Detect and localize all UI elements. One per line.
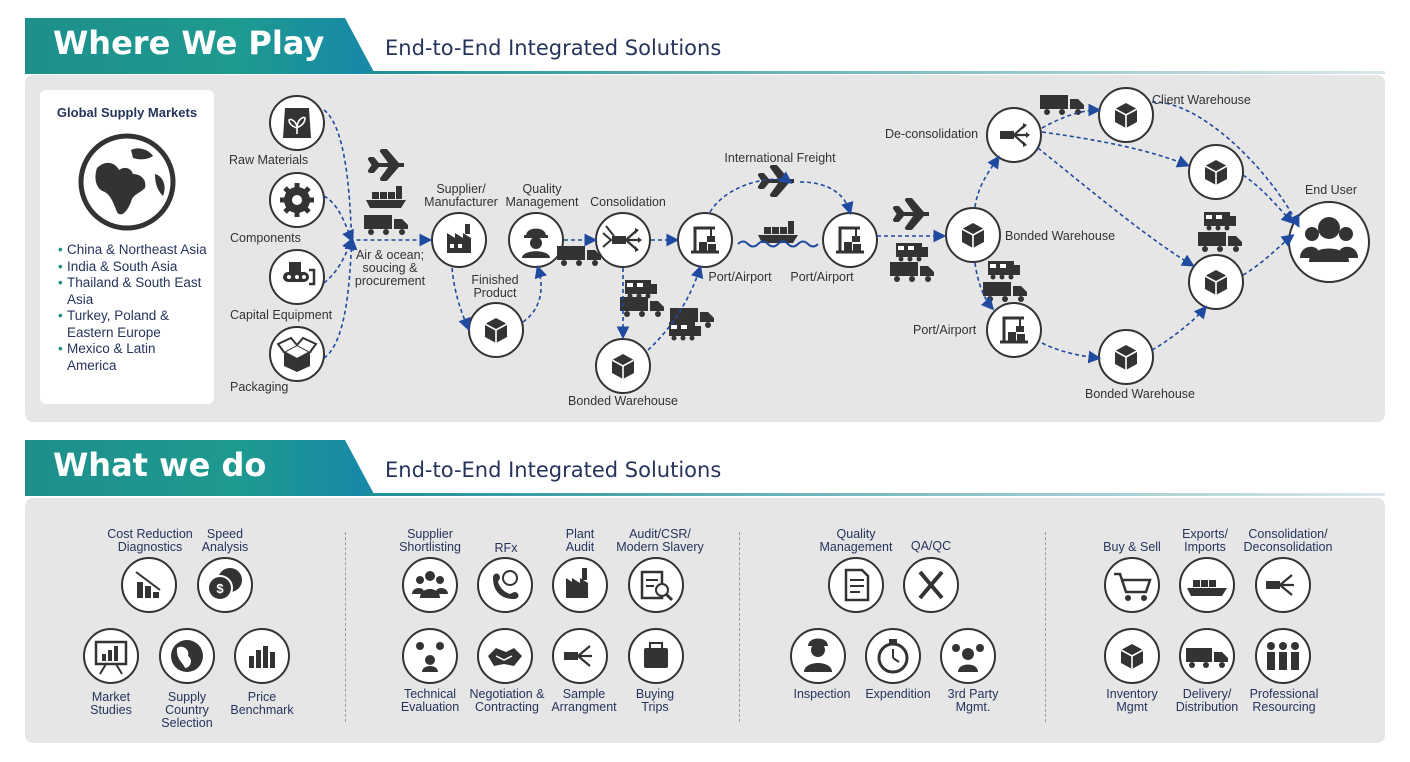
section-subtitle: End-to-End Integrated Solutions [385,36,722,60]
bonded-warehouse-label: Bonded Warehouse [1005,229,1116,243]
buy-sell-label: Buy & Sell [1103,540,1161,554]
market-studies-label: Market Studies [90,690,132,717]
technical-evaluation-label: Technical Evaluation [400,687,460,714]
speed-analysis-label: Speed Analysis [201,527,249,554]
cost-reduction-label: Cost Reduction Diagnostics [107,527,193,554]
raw-materials-label: Raw Materials [229,153,309,167]
supplier-label: Supplier/ Manufacturer [424,182,498,209]
section-subtitle: End-to-End Integrated Solutions [385,458,722,482]
delivery-label: Delivery/ Distribution [1175,687,1239,714]
where-we-play-banner: Where We Play End-to-End Integrated Solu… [25,18,1385,74]
rfx-label: RFx [494,541,518,555]
what-we-do-banner: What we do End-to-End Integrated Solutio… [25,440,1385,496]
group-divider [345,532,346,722]
raw-materials-icon [283,108,311,138]
banner-underline [365,493,1385,496]
globe-icon [78,133,176,231]
port-airport-label: Port/Airport [913,323,977,337]
quality-management-label: Quality Management [819,527,893,554]
list-item: Mexico & Latin America [58,341,208,374]
supplier-shortlisting-label: Supplier Shortlisting [399,527,461,554]
expendition-label: Expendition [865,687,931,701]
port-airport-label: Port/Airport [790,270,854,284]
what-we-do-panel [25,498,1385,743]
plant-audit-label: Plant Audit [565,527,595,554]
factory-icon [447,224,471,253]
deconsolidation-label: De-consolidation [885,127,979,141]
capital-equipment-label: Capital Equipment [230,308,333,322]
client-warehouse-label: Client Warehouse [1152,93,1251,107]
banner-underline [365,71,1385,74]
svg-text:$: $ [216,581,224,596]
components-label: Components [230,231,301,245]
list-item: China & Northeast Asia [58,242,208,259]
banner-band [25,18,375,74]
audit-csr-label: Audit/CSR/ Modern Slavery [616,527,704,554]
section-title: What we do [53,446,267,484]
price-benchmark-label: Price Benchmark [230,690,294,717]
inspection-label: Inspection [793,687,851,701]
third-party-label: 3rd Party Mgmt. [947,687,999,714]
list-item: Turkey, Poland & Eastern Europe [58,308,208,341]
packaging-label: Packaging [230,380,289,394]
bonded-warehouse-label: Bonded Warehouse [567,394,679,408]
worker-icon [522,228,550,258]
global-supply-markets-card: Global Supply Markets China & Northeast … [40,90,214,404]
exports-imports-label: Exports/ Imports [1182,527,1228,554]
end-user-label: End User [1304,183,1358,197]
quality-management-label: Quality Management [505,182,579,209]
list-item: Thailand & South East Asia [58,275,208,308]
group-divider [1045,532,1046,722]
packaging-box-icon [276,336,318,372]
team-icon [1300,217,1358,262]
bonded-warehouse-label: Bonded Warehouse [1084,387,1196,401]
professional-resourcing-label: Professional Resourcing [1249,687,1319,714]
consolidation-label: Consolidation [590,195,666,209]
finished-product-label: Finished Product [471,273,519,300]
sample-arrangment-label: Sample Arrangment [551,687,617,714]
section-title: Where We Play [53,24,325,62]
group-divider [739,532,740,722]
global-supply-markets-title: Global Supply Markets [56,105,198,120]
supply-country-label: Supply Country Selection [161,690,213,730]
bulldozer-icon [283,262,316,286]
banner-band [25,440,375,496]
markets-list: China & Northeast Asia India & South Asi… [58,242,208,374]
consolidation-label: Consolidation/ Deconsolidation [1243,527,1333,554]
list-item: India & South Asia [58,259,208,276]
gear-icon [280,183,314,217]
international-freight-label: International Freight [724,151,836,165]
inventory-label: Inventory Mgmt [1106,687,1158,714]
buying-trips-label: Buying Trips [635,687,675,714]
negotiation-label: Negotiation & Contracting [469,687,545,714]
qa-qc-label: QA/QC [910,539,952,553]
port-airport-label: Port/Airport [708,270,772,284]
supply-chain-flow-diagram [269,87,1370,394]
air-ocean-label: Air & ocean; soucing & procurement [354,248,426,288]
services-icons: $ [83,557,1311,684]
